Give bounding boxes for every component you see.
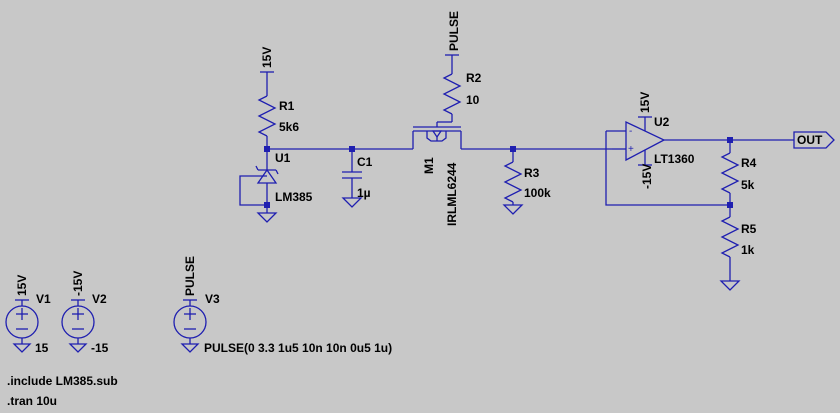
r1-net-label: 15V — [260, 47, 274, 84]
svg-text:V2: V2 — [92, 292, 107, 306]
ground-symbol — [341, 195, 363, 208]
svg-text:V1: V1 — [36, 292, 51, 306]
svg-text:PULSE(0 3.3 1u5 10n 10n 0u5 1u: PULSE(0 3.3 1u5 10n 10n 0u5 1u) — [204, 341, 392, 355]
ground-symbol — [719, 280, 741, 291]
svg-text:R5: R5 — [741, 222, 757, 236]
resistor-r3[interactable]: R3 100k — [503, 149, 551, 205]
svg-text:+: + — [628, 144, 634, 155]
svg-text:C1: C1 — [357, 155, 373, 169]
u2-neg-supply-label: -15V — [638, 164, 654, 189]
resistor-r1[interactable]: R1 5k6 — [257, 84, 299, 149]
svg-text:5k6: 5k6 — [279, 120, 299, 134]
ground-symbol — [256, 207, 278, 223]
voltage-source-v3[interactable]: PULSE V3 PULSE(0 3.3 1u5 10n 10n 0u5 1u) — [173, 256, 392, 355]
svg-text:15V: 15V — [638, 92, 652, 113]
svg-text:U2: U2 — [654, 115, 670, 129]
svg-text:-: - — [629, 126, 632, 137]
svg-text:15: 15 — [35, 341, 49, 355]
r2-net-label: PULSE — [445, 11, 461, 67]
mosfet-m1[interactable]: M1 IRLML6244 — [412, 121, 462, 226]
u2-pos-supply-label: 15V — [638, 92, 652, 118]
junction-dots — [264, 137, 733, 208]
svg-text:PULSE: PULSE — [447, 11, 461, 51]
svg-text:100k: 100k — [524, 186, 551, 200]
spice-directive-include[interactable]: .include LM385.sub — [7, 374, 118, 388]
output-port[interactable]: OUT — [793, 131, 835, 149]
svg-text:R4: R4 — [741, 156, 757, 170]
svg-text:15V: 15V — [260, 47, 274, 68]
spice-directive-tran[interactable]: .tran 10u — [7, 394, 57, 408]
svg-text:5k: 5k — [741, 178, 755, 192]
resistor-r5[interactable]: R5 1k — [720, 205, 757, 281]
diode-u1[interactable]: U1 LM385 — [239, 149, 313, 207]
svg-text:R1: R1 — [279, 99, 295, 113]
svg-text:PULSE: PULSE — [183, 256, 197, 296]
voltage-source-v1[interactable]: 15V V1 15 — [5, 275, 51, 355]
svg-text:15V: 15V — [15, 275, 29, 296]
svg-text:1k: 1k — [741, 243, 755, 257]
svg-text:-15V: -15V — [640, 164, 654, 189]
capacitor-c1[interactable]: C1 1µ — [342, 149, 373, 200]
resistor-r2[interactable]: R2 10 — [442, 67, 482, 122]
svg-text:-15V: -15V — [71, 271, 85, 296]
ground-symbol — [502, 204, 524, 215]
resistor-r4[interactable]: R4 5k — [720, 140, 757, 205]
svg-text:R2: R2 — [466, 71, 482, 85]
svg-text:IRLML6244: IRLML6244 — [445, 162, 459, 226]
svg-text:-15: -15 — [91, 341, 109, 355]
svg-text:R3: R3 — [524, 166, 540, 180]
voltage-source-v2[interactable]: -15V V2 -15 — [61, 271, 109, 355]
svg-text:U1: U1 — [275, 151, 291, 165]
svg-text:LM385: LM385 — [275, 190, 313, 204]
opamp-u2[interactable]: - + U2 LT1360 — [606, 115, 730, 166]
svg-text:M1: M1 — [422, 157, 436, 174]
svg-text:1µ: 1µ — [357, 186, 371, 200]
svg-text:10: 10 — [466, 93, 480, 107]
svg-text:V3: V3 — [205, 292, 220, 306]
feedback-wire — [605, 131, 730, 206]
svg-text:OUT: OUT — [797, 133, 823, 147]
svg-text:LT1360: LT1360 — [654, 152, 695, 166]
